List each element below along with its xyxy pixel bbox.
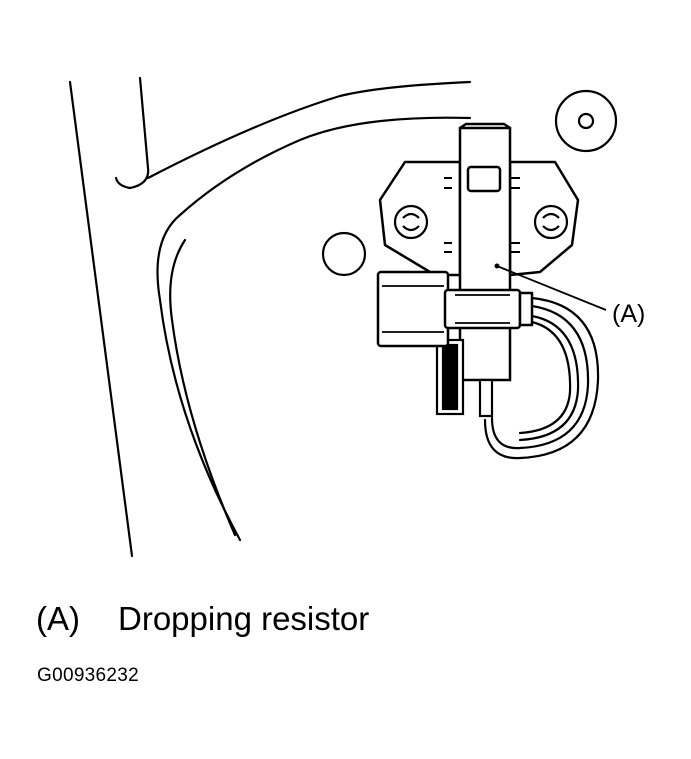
panel-edge-outer <box>68 80 134 558</box>
panel-opening-outer <box>156 116 472 542</box>
harness-connector <box>376 270 534 348</box>
figure-caption: (A) Dropping resistor <box>36 600 369 638</box>
mounting-hole-top-inner <box>577 112 595 130</box>
resistor-terminal <box>478 378 494 418</box>
bracket-screw-right <box>533 204 569 240</box>
harness-wires <box>483 296 600 460</box>
mounting-hole-left <box>321 231 367 277</box>
callout-label-a: (A) <box>612 300 646 328</box>
panel-opening-inner <box>169 238 237 537</box>
panel-top-curve <box>146 80 472 180</box>
caption-key: (A) <box>36 600 80 637</box>
dropping-resistor-illustration <box>68 76 618 558</box>
caption-text: Dropping resistor <box>118 600 370 637</box>
callout-leader-line <box>496 265 607 311</box>
figure-id: G00936232 <box>37 665 140 686</box>
bracket-screw-left <box>393 204 429 240</box>
mounting-hole-top <box>554 89 618 153</box>
panel-edge-inner <box>114 76 150 190</box>
resistor-body <box>458 122 512 382</box>
